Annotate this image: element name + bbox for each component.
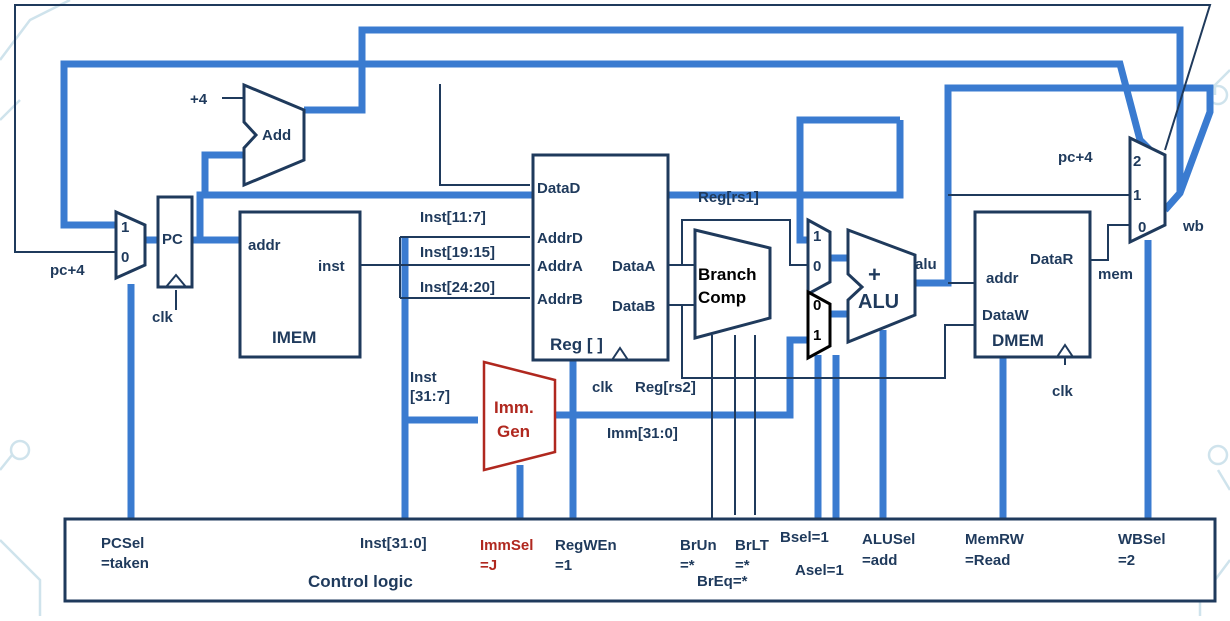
reg-rs1-label: Reg[rs1] bbox=[698, 189, 759, 206]
dmem-dataw-label: DataW bbox=[982, 307, 1030, 324]
dmem-addr-label: addr bbox=[986, 270, 1019, 287]
pcsel-label: PCSel bbox=[101, 535, 144, 552]
immsel-value: =J bbox=[480, 557, 497, 574]
memrw-value: =Read bbox=[965, 552, 1010, 569]
alu-plus-label: + bbox=[868, 262, 881, 287]
immsel-label: ImmSel bbox=[480, 537, 533, 554]
bsel-mux-input-0: 0 bbox=[813, 297, 821, 314]
dmem-block: addr DataR DataW DMEM clk mem bbox=[973, 210, 1133, 400]
imem-inst-label: inst bbox=[318, 258, 345, 275]
memrw-label: MemRW bbox=[965, 531, 1025, 548]
alu-label: ALU bbox=[858, 291, 899, 313]
reg-dataa-label: DataA bbox=[612, 258, 656, 275]
dmem-datar-label: DataR bbox=[1030, 251, 1074, 268]
dmem-label: DMEM bbox=[992, 331, 1044, 350]
asel-label: Asel=1 bbox=[795, 562, 844, 579]
reg-addrb-label: AddrB bbox=[537, 291, 583, 308]
regwen-value: =1 bbox=[555, 557, 572, 574]
branch-label: Branch bbox=[698, 265, 757, 284]
bsel-label: Bsel=1 bbox=[780, 529, 829, 546]
brlt-value: =* bbox=[735, 557, 750, 574]
pc-plus4-left-label: pc+4 bbox=[50, 262, 85, 279]
reg-addra-label: AddrA bbox=[537, 258, 583, 275]
pc-mux: 1 0 pc+4 bbox=[50, 209, 147, 281]
alu-unit: + ALU alu bbox=[846, 227, 937, 345]
alusel-label: ALUSel bbox=[862, 531, 915, 548]
breq-label: BrEq=* bbox=[697, 573, 748, 590]
wb-mux-input-1: 1 bbox=[1133, 187, 1141, 204]
asel-mux-input-1: 1 bbox=[813, 228, 821, 245]
brun-label: BrUn bbox=[680, 537, 717, 554]
plus4-label: +4 bbox=[190, 91, 208, 108]
pc-plus4-right-label: pc+4 bbox=[1058, 149, 1093, 166]
regwen-label: RegWEn bbox=[555, 537, 617, 554]
register-file: DataD AddrD AddrA AddrB DataA DataB Reg … bbox=[531, 153, 759, 396]
imm-gen-label-1: Imm. bbox=[494, 398, 534, 417]
inst-lower-label-2: [31:7] bbox=[410, 388, 450, 405]
adder-unit: Add +4 bbox=[190, 82, 306, 188]
active-buses bbox=[60, 26, 1214, 520]
brlt-label: BrLT bbox=[735, 537, 769, 554]
adder-label: Add bbox=[262, 127, 291, 144]
bsel-mux: 0 1 bbox=[806, 289, 832, 361]
bsel-mux-input-1: 1 bbox=[813, 327, 821, 344]
inst-11-7-label: Inst[11:7] bbox=[420, 209, 486, 226]
thin-wires bbox=[14, 4, 1212, 520]
reg-clk-label: clk bbox=[592, 379, 614, 396]
reg-datad-label: DataD bbox=[537, 180, 581, 197]
asel-mux: 1 0 bbox=[806, 217, 832, 297]
wb-mux-input-0: 0 bbox=[1138, 219, 1146, 236]
dmem-clk-label: clk bbox=[1052, 383, 1074, 400]
wb-mux-input-2: 2 bbox=[1133, 153, 1141, 170]
mem-label: mem bbox=[1098, 266, 1133, 283]
imm-gen-label-2: Gen bbox=[497, 422, 530, 441]
reg-datab-label: DataB bbox=[612, 298, 656, 315]
imem-addr-label: addr bbox=[248, 237, 281, 254]
pcsel-value: =taken bbox=[101, 555, 149, 572]
pc-label: PC bbox=[162, 231, 183, 248]
imem-label: IMEM bbox=[272, 328, 316, 347]
pc-mux-input-1: 1 bbox=[121, 219, 129, 236]
wbsel-value: =2 bbox=[1118, 552, 1135, 569]
reg-rs2-label: Reg[rs2] bbox=[635, 379, 696, 396]
alu-out-label: alu bbox=[915, 256, 937, 273]
inst-lower-label-1: Inst bbox=[410, 369, 437, 386]
inst-19-15-label: Inst[19:15] bbox=[420, 244, 495, 261]
control-logic-title: Control logic bbox=[308, 572, 413, 591]
pc-register: PC clk bbox=[152, 195, 194, 326]
alusel-value: =add bbox=[862, 552, 897, 569]
wbsel-label: WBSel bbox=[1118, 531, 1166, 548]
imem-block: addr inst IMEM bbox=[238, 210, 362, 359]
branch-comparator: Branch Comp bbox=[693, 228, 772, 340]
pc-clk-label: clk bbox=[152, 309, 174, 326]
imm-31-0-label: Imm[31:0] bbox=[607, 425, 678, 442]
inst-31-0-label: Inst[31:0] bbox=[360, 535, 427, 552]
imm-gen: Imm. Gen Imm[31:0] bbox=[482, 360, 678, 472]
reg-label: Reg [ ] bbox=[550, 335, 603, 354]
asel-mux-input-0: 0 bbox=[813, 258, 821, 275]
wb-label: wb bbox=[1182, 218, 1204, 235]
brun-value: =* bbox=[680, 557, 695, 574]
comp-label: Comp bbox=[698, 288, 746, 307]
pc-mux-input-0: 0 bbox=[121, 249, 129, 266]
wb-mux: 2 1 0 pc+4 wb bbox=[1058, 135, 1204, 245]
inst-24-20-label: Inst[24:20] bbox=[420, 279, 495, 296]
control-logic-block: Control logic PCSel =taken Inst[31:0] Im… bbox=[63, 517, 1217, 603]
reg-addrd-label: AddrD bbox=[537, 230, 583, 247]
